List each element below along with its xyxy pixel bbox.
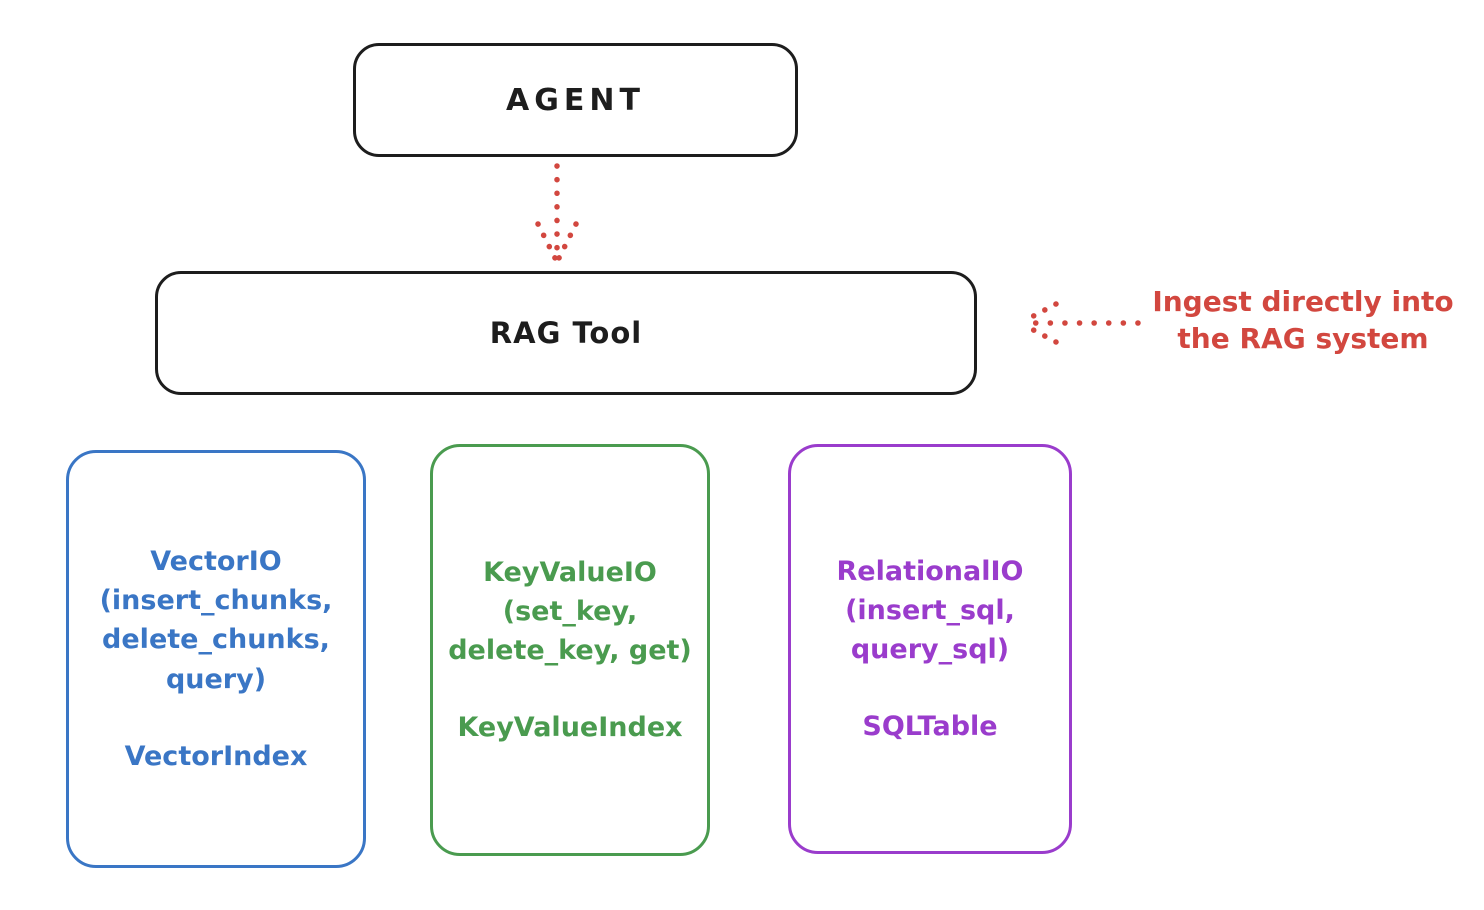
keyvalue-io-card: KeyValueIO (set_key, delete_key, get) Ke… [430,444,710,856]
dotted-down-arrow-icon [522,160,592,266]
vector-io-methods: VectorIO (insert_chunks, delete_chunks, … [99,546,333,695]
rag-tool-node: RAG Tool [155,271,977,395]
ingest-annotation: Ingest directly into the RAG system [1152,285,1454,355]
relational-io-card: RelationalIO (insert_sql, query_sql) SQL… [788,444,1072,854]
keyvalue-io-methods: KeyValueIO (set_key, delete_key, get) [448,556,692,666]
keyvalue-index-label: KeyValueIndex [457,712,683,744]
sql-table-label: SQLTable [862,711,998,743]
vector-io-card: VectorIO (insert_chunks, delete_chunks, … [66,450,366,868]
relational-io-methods: RelationalIO (insert_sql, query_sql) [836,555,1024,665]
agent-node: AGENT [353,43,798,157]
dotted-left-arrow-icon [1016,292,1144,354]
agent-label: AGENT [506,82,645,118]
vector-index-label: VectorIndex [124,740,308,772]
rag-tool-label: RAG Tool [489,316,643,350]
